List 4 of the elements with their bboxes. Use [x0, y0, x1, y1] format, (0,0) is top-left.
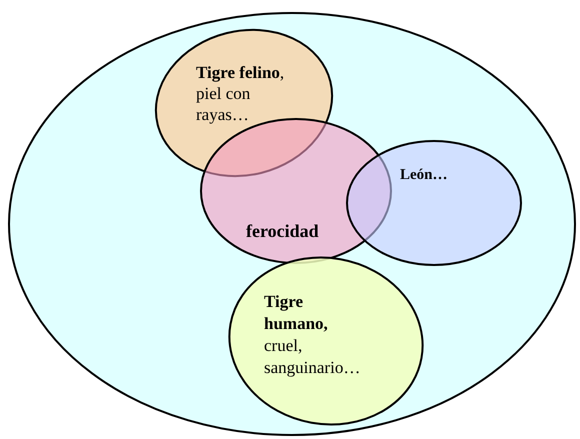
ellipse-label: León…: [400, 166, 449, 185]
ellipse-label: Tigre felino, piel con rayas…: [196, 62, 286, 125]
ellipse-label: Tigre humano, cruel, sanguinario…: [264, 291, 360, 379]
ellipse-label: ferocidad: [246, 220, 320, 243]
